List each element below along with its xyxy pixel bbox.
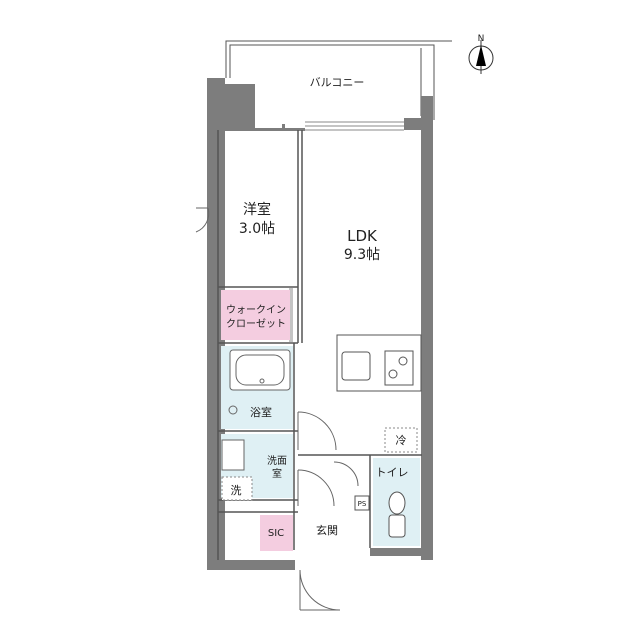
compass: N [468, 34, 494, 74]
interior-walls [217, 130, 422, 560]
compass-north-label: N [478, 34, 485, 44]
ps-label: PS [358, 500, 367, 508]
toilet-bowl-icon [388, 491, 406, 515]
balcony-label: バルコニー [310, 76, 365, 89]
kitchen-counter [336, 334, 422, 392]
sic-closet [260, 515, 293, 551]
bathtub-inner [235, 354, 285, 386]
toilet-tank-icon [388, 514, 406, 538]
washroom-label-1: 洗面 [267, 455, 287, 467]
washroom-label-2: 室 [272, 467, 282, 480]
door-swings [195, 207, 359, 611]
drain-icon [259, 378, 265, 384]
washer-label: 洗 [231, 484, 242, 497]
ps-box [354, 495, 370, 511]
sic-label: SIC [268, 528, 284, 539]
ldk-name: LDK [347, 227, 378, 245]
balcony-window [305, 121, 404, 131]
toilet-label: トイレ [376, 466, 409, 479]
refrigerator-label: 冷 [396, 434, 407, 447]
walk-in-closet-label-2: クローゼット [226, 318, 286, 330]
faucet-icon [228, 405, 238, 415]
entrance-label: 玄関 [316, 523, 338, 537]
western-room-name: 洋室 [243, 201, 271, 218]
western-room-size: 3.0帖 [239, 221, 275, 237]
ldk-size: 9.3帖 [344, 247, 380, 263]
walk-in-closet-label-1: ウォークイン [226, 304, 286, 316]
walls [207, 78, 433, 570]
washer-pan [221, 476, 253, 501]
wash-basin [221, 439, 245, 471]
walk-in-closet [221, 290, 290, 340]
bathroom-label: 浴室 [250, 405, 272, 419]
refrigerator-space [384, 427, 418, 453]
sliding-door-lines [289, 288, 293, 342]
